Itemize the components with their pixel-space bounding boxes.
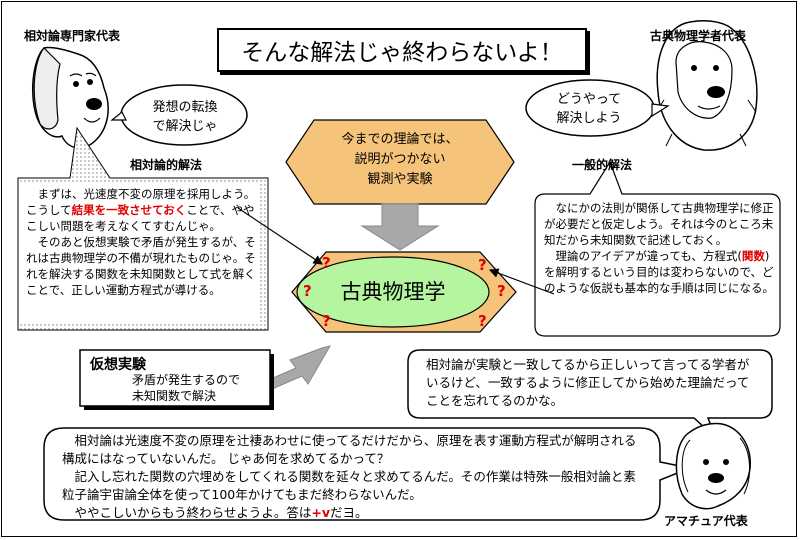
relativity-expert-icon <box>32 46 109 149</box>
right-bubble-line: どうやって <box>556 92 622 107</box>
top-hexagon <box>285 119 515 205</box>
question-mark: ? <box>497 282 506 300</box>
relativistic-method-label: 相対論的解法 <box>130 158 203 172</box>
amateur-bottom-p3: ややこしいからもう終わらせようよ。答は+vだヨ。 <box>62 505 368 520</box>
left-note-highlight: 結果を一致させておく <box>71 203 187 217</box>
virtual-experiment-text: 矛盾が発生するので 未知関数で解決 <box>132 372 240 404</box>
left-note-p2: そのあと仮想実験で矛盾が発生するが、それは古典物理学の不備が現れたものじゃ。それ… <box>26 235 256 297</box>
top-hexagon-line: 観測や実験 <box>367 172 433 187</box>
left-note-p1: まずは、光速度不変の原理を採用しよう。こうして結果を一致させておくことで、ややこ… <box>26 187 256 233</box>
classical-physicist-label: 古典物理学者代表 <box>650 29 747 43</box>
virtual-experiment-line: 未知関数で解決 <box>132 389 217 403</box>
general-method-label: 一般的解法 <box>572 158 633 172</box>
amateur-top-text: 相対論が実験と一致してるから正しいって言ってる学者がいるけど、一致するように修正… <box>426 357 750 408</box>
relativity-expert-label: 相対論専門家代表 <box>24 29 121 43</box>
question-mark: ? <box>478 256 487 274</box>
right-bubble-line: 解決しよう <box>556 111 622 126</box>
question-mark: ? <box>322 312 331 330</box>
amateur-bottom-text: 相対論は光速度不変の原理を辻褄あわせに使ってるだけだから、原理を表す運動方程式が… <box>62 432 648 522</box>
right-note-p2: 理論のアイデアが違っても、方程式(関数)を解明するという目的は変わらないので、ど… <box>544 249 774 295</box>
amateur-bottom-p2: 記入し忘れた関数の穴埋めをしてくれる関数を延々と求めてるんだ。その作業は特殊一般… <box>62 469 636 502</box>
left-bubble-line: で解決じゃ <box>152 119 218 134</box>
top-hexagon-line: 今までの理論では、 <box>341 132 459 147</box>
amateur-bottom-p1: 相対論は光速度不変の原理を辻褄あわせに使ってるだけだから、原理を表す運動方程式が… <box>62 433 637 466</box>
amateur-icon <box>675 422 751 510</box>
amateur-bottom-bubble <box>43 427 693 521</box>
left-note: まずは、光速度不変の原理を採用しよう。こうして結果を一致させておくことで、ややこ… <box>26 186 262 298</box>
center-ellipse <box>296 256 490 328</box>
virtual-experiment-title: 仮想実験 <box>90 357 146 373</box>
answer-highlight: +v <box>311 505 331 520</box>
right-note-highlight: 関数 <box>741 249 765 263</box>
question-mark: ? <box>303 282 312 300</box>
question-mark: ? <box>478 312 487 330</box>
right-note-p1: なにかの法則が関係して古典物理学に修正が必要だと仮定しよう。それは今のところ未知… <box>544 201 774 247</box>
left-bubble-text: 発想の転換 で解決じゃ <box>144 98 226 136</box>
question-mark: ? <box>322 254 331 272</box>
amateur-label: アマチュア代表 <box>664 514 748 528</box>
top-hexagon-line: 説明がつかない <box>354 152 446 167</box>
classical-physicist-icon <box>655 20 758 151</box>
right-note: なにかの法則が関係して古典物理学に修正が必要だと仮定しよう。それは今のところ未知… <box>544 200 776 296</box>
right-bubble-text: どうやって 解決しよう <box>546 90 632 128</box>
main-title: そんな解法じゃ終わらないよ！ <box>217 28 587 72</box>
top-hexagon-text: 今までの理論では、 説明がつかない 観測や実験 <box>318 130 482 190</box>
virtual-experiment-line: 矛盾が発生するので <box>132 373 241 387</box>
left-bubble-line: 発想の転換 <box>152 100 218 115</box>
classical-physics-label: 古典物理学 <box>340 280 446 304</box>
